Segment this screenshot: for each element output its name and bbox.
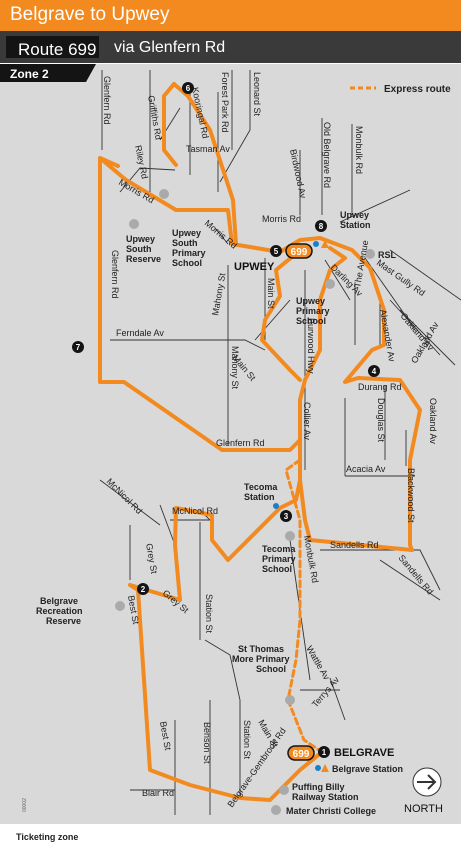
map-code: 00002 xyxy=(22,798,28,812)
legend: Express route xyxy=(350,84,451,95)
tecoma-station-label: Tecoma Station xyxy=(244,482,280,502)
road-label: Douglas St xyxy=(376,398,386,443)
road-label: Station St xyxy=(204,594,214,634)
mater-christi-label: Mater Christi College xyxy=(286,806,376,816)
upwey-station-marker xyxy=(313,241,319,247)
road-label: McNicol Rd xyxy=(172,506,218,516)
belgrave-station-triangle-icon xyxy=(321,764,329,772)
road-label: Glenfern Rd xyxy=(110,250,120,299)
upwey-south-reserve-marker xyxy=(129,219,139,229)
road-label: Acacia Av xyxy=(346,464,386,474)
upwey-primary-label: Upwey Primary School xyxy=(296,296,332,326)
stop-1-number: 1 xyxy=(322,748,327,757)
street-network xyxy=(99,70,461,815)
road-label: Forest Park Rd xyxy=(220,72,230,133)
town-label-belgrave: BELGRAVE xyxy=(334,747,394,759)
upwey-south-reserve-label: Upwey South Reserve xyxy=(126,234,161,264)
road-label: Morris Rd xyxy=(262,214,301,224)
route-bar: Route 699 via Glenfern Rd xyxy=(0,31,461,63)
place-labels: Upwey South Reserve Upwey South Primary … xyxy=(36,210,403,816)
stop-2: 2 xyxy=(137,583,149,595)
route-via: via Glenfern Rd xyxy=(114,39,226,56)
road-label: Benson St xyxy=(202,722,212,764)
footer-ticketing-zone: Ticketing zone xyxy=(16,832,79,842)
north-arrow: NORTH xyxy=(404,767,443,815)
stop-6-number: 6 xyxy=(186,84,191,93)
stop-8-number: 8 xyxy=(319,222,324,231)
road-label: Collier Av xyxy=(302,402,312,440)
stop-2-number: 2 xyxy=(141,585,146,594)
tecoma-primary-marker xyxy=(285,531,295,541)
belgrave-recreation-marker xyxy=(115,601,125,611)
legend-express-label: Express route xyxy=(384,84,451,95)
page-title: Belgrave to Upwey xyxy=(10,4,170,25)
stop-6: 6 xyxy=(182,82,194,94)
rsl-marker xyxy=(365,249,375,259)
stop-7: 7 xyxy=(72,341,84,353)
road-label: Tasman Av xyxy=(186,144,230,154)
route-badge-upwey-text: 699 xyxy=(291,247,308,258)
stops: 1 2 3 4 5 6 7 8 xyxy=(72,82,380,758)
place-markers xyxy=(115,189,375,815)
tecoma-station-marker xyxy=(273,503,279,509)
road-label: Mahony St xyxy=(230,346,240,390)
belgrave-recreation-label: Belgrave Recreation Reserve xyxy=(36,596,85,626)
road-label: Blair Rd xyxy=(142,788,174,798)
stop-5: 5 xyxy=(270,245,282,257)
road-label: Sandells Rd xyxy=(330,540,379,550)
route-badge-upwey: 699 xyxy=(285,243,313,259)
zone-label: Zone 2 xyxy=(0,64,96,82)
rsl-label: RSL xyxy=(378,250,397,260)
road-label: Ferndale Av xyxy=(116,328,164,338)
north-label: NORTH xyxy=(404,803,443,815)
route-number: Route 699 xyxy=(18,40,97,59)
zone-label-text: Zone 2 xyxy=(10,67,49,81)
road-label: Main St xyxy=(266,278,276,309)
belgrave-station-label: Belgrave Station xyxy=(332,764,403,774)
st-thomas-more-label: St Thomas More Primary School xyxy=(232,644,292,674)
town-label-upwey: UPWEY xyxy=(234,261,275,273)
mater-christi-marker xyxy=(271,805,281,815)
route-number-box: Route 699 xyxy=(6,36,99,59)
road-label: Station St xyxy=(242,720,252,760)
road-label: Glenfern Rd xyxy=(216,438,265,448)
tecoma-primary-label: Tecoma Primary School xyxy=(262,544,298,574)
road-label: Blackwood St xyxy=(406,468,416,523)
station-markers xyxy=(273,240,329,772)
road-label: Leonard St xyxy=(252,72,262,117)
puffing-billy-label: Puffing Billy Railway Station xyxy=(292,782,359,802)
stop-4-number: 4 xyxy=(372,367,377,376)
upwey-station-triangle-icon xyxy=(321,240,329,248)
stop-8: 8 xyxy=(315,220,327,232)
belgrave-station-marker xyxy=(315,765,321,771)
stop-7-number: 7 xyxy=(76,343,81,352)
upwey-south-primary-label: Upwey South Primary School xyxy=(172,228,208,268)
road-label: Oakland Av xyxy=(428,398,438,444)
road-label: Glenfern Rd xyxy=(102,76,112,125)
stop-3-number: 3 xyxy=(284,512,289,521)
header-bar: Belgrave to Upwey xyxy=(0,0,461,31)
route-badge-belgrave-text: 699 xyxy=(293,749,310,760)
road-label: Durang Rd xyxy=(358,382,402,392)
upwey-primary-marker xyxy=(325,279,335,289)
route-map: Zone 2 Express route xyxy=(0,64,461,824)
upwey-south-primary-marker xyxy=(159,189,169,199)
st-thomas-more-marker xyxy=(285,695,295,705)
stop-4: 4 xyxy=(368,365,380,377)
road-label: Old Belgrave Rd xyxy=(322,122,332,188)
route-badge-belgrave: 699 xyxy=(287,745,315,761)
upwey-station-label: Upwey Station xyxy=(340,210,372,230)
road-label: Burwood Hwy xyxy=(306,318,316,374)
stop-3: 3 xyxy=(280,510,292,522)
road-label: Monbulk Rd xyxy=(354,126,364,174)
puffing-billy-marker xyxy=(279,785,289,795)
route-line xyxy=(98,82,422,802)
north-arrow-icon xyxy=(417,774,437,790)
stop-1: 1 xyxy=(318,746,330,758)
stop-5-number: 5 xyxy=(274,247,279,256)
